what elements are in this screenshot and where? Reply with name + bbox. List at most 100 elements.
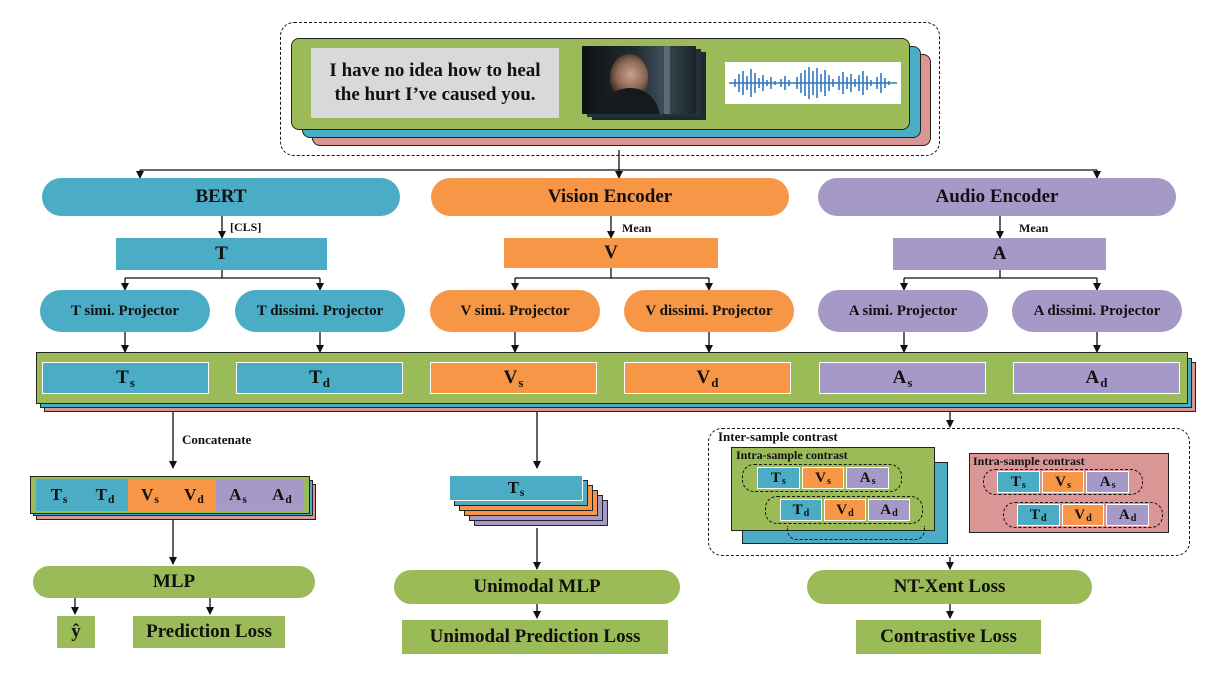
vision-feature-V: V <box>504 238 718 268</box>
utterance-text: I have no idea how to heal the hurt I’ve… <box>329 60 541 105</box>
concat-Vs-V: V <box>141 485 154 504</box>
bert-label: BERT <box>195 186 247 207</box>
vision-encoder: Vision Encoder <box>431 178 789 216</box>
unimodal-Ts-T: T <box>507 478 519 497</box>
a-simi-label: A simi. Projector <box>848 302 958 319</box>
concat-Ts-T: T <box>50 485 62 504</box>
prediction-output-yhat: ŷ <box>57 616 95 648</box>
inter-sample-label: Inter-sample contrast <box>718 429 838 444</box>
t-dissimi-label: T dissimi. Projector <box>256 302 384 319</box>
concat-Vd-sub: d <box>197 492 204 506</box>
vision-mean-label: Mean <box>622 221 652 235</box>
inter-sample-frame <box>708 428 1190 556</box>
v-simi-label: V simi. Projector <box>460 302 570 319</box>
concat-Td-T: T <box>95 485 107 504</box>
a-dissimi-label: A dissimi. Projector <box>1033 302 1161 319</box>
concat-Td-sub: d <box>107 492 115 506</box>
mlp-label: MLP <box>152 571 196 592</box>
ntxent-loss-head: NT-Xent Loss <box>807 570 1092 604</box>
g3-Ts-sub: s <box>1021 480 1026 492</box>
text-feature-label: T <box>215 243 228 264</box>
intra-group-3-frame <box>983 469 1143 495</box>
text-feature-T: T <box>116 238 327 270</box>
g3-As-sub: s <box>1111 480 1116 492</box>
intra-group-1-frame <box>742 464 902 492</box>
band-Ad-sub: d <box>1100 374 1108 390</box>
g2-Td-sub: d <box>803 508 810 520</box>
intra-group-4-frame <box>1003 502 1163 528</box>
unimodal-mlp-label: Unimodal MLP <box>473 576 601 597</box>
g1-As-A: A <box>859 469 871 486</box>
concat-Ts-sub: s <box>62 492 68 506</box>
v-dissimi-label: V dissimi. Projector <box>645 302 773 319</box>
a-dissimi-projector: A dissimi. Projector <box>1012 290 1182 332</box>
g3-Vs-sub: s <box>1066 480 1071 492</box>
audio-mean-label: Mean <box>1019 221 1049 235</box>
vision-feature-label: V <box>604 242 618 263</box>
concat-Vs-sub: s <box>154 492 159 506</box>
unimodal-prediction-loss-label: Unimodal Prediction Loss <box>429 626 641 647</box>
concat-Vd-V: V <box>184 485 197 504</box>
vision-encoder-label: Vision Encoder <box>547 186 673 207</box>
band-Td-T: T <box>309 367 322 388</box>
v-dissimi-projector: V dissimi. Projector <box>624 290 794 332</box>
cls-pooling-label: [CLS] <box>230 220 262 234</box>
audio-feature-label: A <box>992 243 1007 264</box>
audio-feature-A: A <box>893 238 1106 270</box>
concat-As-A: A <box>229 485 242 504</box>
g1-Ts-T: T <box>770 469 781 486</box>
concat-Ad-A: A <box>272 485 285 504</box>
concat-Ad-sub: d <box>285 492 292 506</box>
band-Ad-A: A <box>1085 367 1100 388</box>
g2-Td-T: T <box>792 501 803 518</box>
g3-As-A: A <box>1099 473 1111 490</box>
prediction-loss: Prediction Loss <box>133 616 285 648</box>
ntxent-label: NT-Xent Loss <box>893 576 1006 597</box>
input-dashed-frame <box>280 22 940 156</box>
a-simi-projector: A simi. Projector <box>818 290 988 332</box>
g3-Vs-V: V <box>1055 473 1066 490</box>
mlp-head: MLP <box>33 566 315 598</box>
band-Ts-sub: s <box>129 374 135 390</box>
g3-Ts-T: T <box>1010 473 1021 490</box>
representation-band <box>36 352 1188 404</box>
band-As-sub: s <box>907 374 913 390</box>
concatenate-label: Concatenate <box>182 432 252 447</box>
audio-encoder-label: Audio Encoder <box>935 186 1059 207</box>
t-simi-projector: T simi. Projector <box>40 290 210 332</box>
g1-As-sub: s <box>871 476 876 488</box>
g1-Ts-sub: s <box>781 476 786 488</box>
yhat-label: ŷ <box>71 621 81 642</box>
intra-sample-label-1: Intra-sample contrast <box>736 448 848 462</box>
t-dissimi-projector: T dissimi. Projector <box>235 290 405 332</box>
unimodal-prediction-loss: Unimodal Prediction Loss <box>402 620 668 654</box>
intra-sample-panel-front <box>731 447 935 531</box>
band-Vd-V: V <box>696 367 711 388</box>
t-simi-label: T simi. Projector <box>70 302 180 319</box>
concat-As-sub: s <box>242 492 247 506</box>
band-Td-sub: d <box>322 374 330 390</box>
audio-encoder: Audio Encoder <box>818 178 1176 216</box>
